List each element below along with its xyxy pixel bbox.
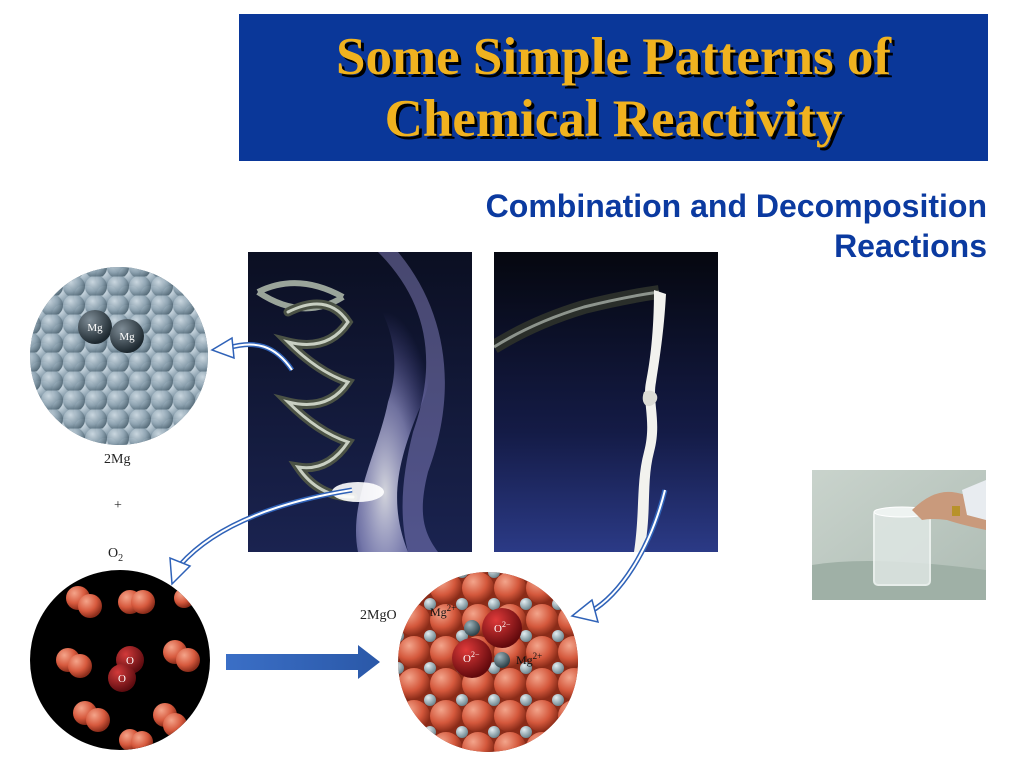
subtitle-line-2: Reactions — [834, 228, 987, 264]
mg-atom-label-1: Mg — [87, 322, 103, 334]
mg-ion-symbol-1: Mg — [430, 605, 447, 619]
magnesium-lattice-sphere: Mg Mg — [30, 267, 208, 445]
mg-ion-label-2: Mg2+ — [516, 651, 542, 667]
burning-magnesium-photo — [248, 252, 472, 552]
mg-atom-label-2: Mg — [119, 331, 135, 343]
o-ion-symbol-1: O — [494, 623, 502, 635]
label-o2-symbol: O — [108, 546, 119, 561]
o-atom-label-2: O — [118, 673, 126, 685]
magnesium-oxide-lattice-sphere: Mg2+ O2− O2− Mg2+ — [398, 572, 578, 752]
label-2mgo: 2MgO — [360, 608, 397, 623]
o-ion-charge-1: 2− — [502, 620, 511, 629]
label-o2: O2 — [108, 546, 123, 564]
oxygen-molecules-sphere: O O — [30, 570, 210, 750]
magnesium-oxide-ribbon-photo — [494, 252, 718, 552]
o-ion-charge-2: 2− — [471, 650, 480, 659]
mg-ion-label-1: Mg2+ — [430, 603, 456, 619]
video-still-photo — [812, 470, 986, 600]
mg-ion-charge-2: 2+ — [533, 651, 543, 661]
label-2mg: 2Mg — [104, 452, 131, 467]
subtitle: Combination and Decomposition Reactions — [347, 186, 987, 266]
title-banner: Some Simple Patterns of Chemical Reactiv… — [239, 14, 988, 161]
o-ion-label-2: O2− — [463, 650, 480, 665]
mg-ion-symbol-2: Mg — [516, 653, 533, 667]
o-ion-symbol-2: O — [463, 653, 471, 665]
title-line-2: Chemical Reactivity — [384, 89, 843, 148]
reaction-arrow — [226, 645, 380, 679]
o-atom-label-1: O — [126, 655, 134, 667]
label-plus: + — [114, 498, 122, 513]
mg-ion-charge-1: 2+ — [447, 603, 457, 613]
o-ion-label-1: O2− — [494, 620, 511, 635]
subtitle-line-1: Combination and Decomposition — [485, 188, 987, 224]
label-o2-subscript: 2 — [118, 552, 124, 564]
title-line-1: Some Simple Patterns of — [336, 27, 891, 86]
